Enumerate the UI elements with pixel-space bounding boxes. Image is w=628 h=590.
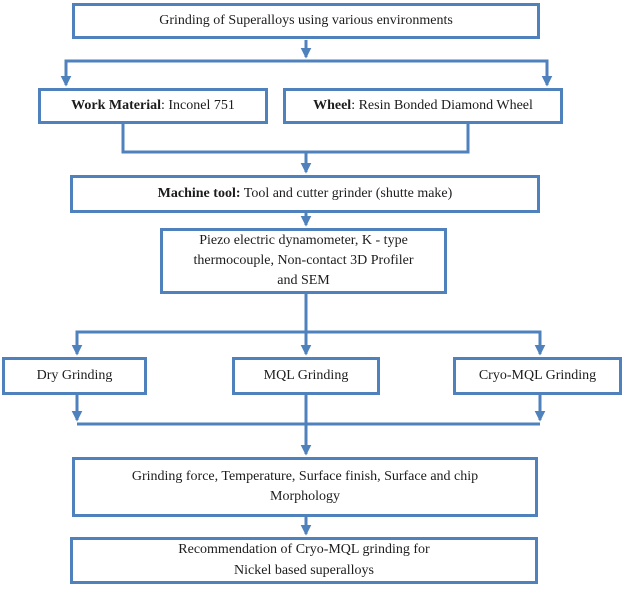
cryo-mql-grinding-box: Cryo-MQL Grinding bbox=[453, 357, 622, 395]
mql-grinding-text: MQL Grinding bbox=[263, 367, 349, 383]
outputs-box: Grinding force, Temperature, Surface fin… bbox=[72, 457, 538, 517]
machine-tool-text: Machine tool: Tool and cutter grinder (s… bbox=[157, 185, 453, 201]
recommendation-box: Recommendation of Cryo-MQL grinding for … bbox=[70, 537, 538, 584]
work-material-box: Work Material: Inconel 751 bbox=[38, 88, 268, 124]
cryo-mql-grinding-text: Cryo-MQL Grinding bbox=[478, 367, 597, 383]
instrumentation-line: and SEM bbox=[277, 273, 330, 289]
outputs-line: Grinding force, Temperature, Surface fin… bbox=[131, 468, 479, 484]
instrumentation-line: thermocouple, Non-contact 3D Profiler bbox=[193, 252, 414, 268]
title-box: Grinding of Superalloys using various en… bbox=[72, 3, 540, 39]
dry-grinding-box: Dry Grinding bbox=[2, 357, 147, 395]
recommendation-line: Recommendation of Cryo-MQL grinding for bbox=[178, 542, 430, 558]
dry-grinding-text: Dry Grinding bbox=[36, 367, 113, 383]
wheel-text: Wheel: Resin Bonded Diamond Wheel bbox=[313, 97, 533, 113]
instrumentation-line: Piezo electric dynamometer, K - type bbox=[199, 232, 408, 248]
work-material-text: Work Material: Inconel 751 bbox=[71, 97, 235, 113]
wheel-box: Wheel: Resin Bonded Diamond Wheel bbox=[283, 88, 563, 124]
outputs-line: Morphology bbox=[270, 489, 340, 504]
mql-grinding-box: MQL Grinding bbox=[232, 357, 380, 395]
machine-tool-box: Machine tool: Tool and cutter grinder (s… bbox=[70, 175, 540, 213]
instrumentation-box: Piezo electric dynamometer, K - type the… bbox=[160, 228, 447, 294]
recommendation-line: Nickel based superalloys bbox=[234, 562, 374, 578]
title-text: Grinding of Superalloys using various en… bbox=[159, 12, 453, 28]
